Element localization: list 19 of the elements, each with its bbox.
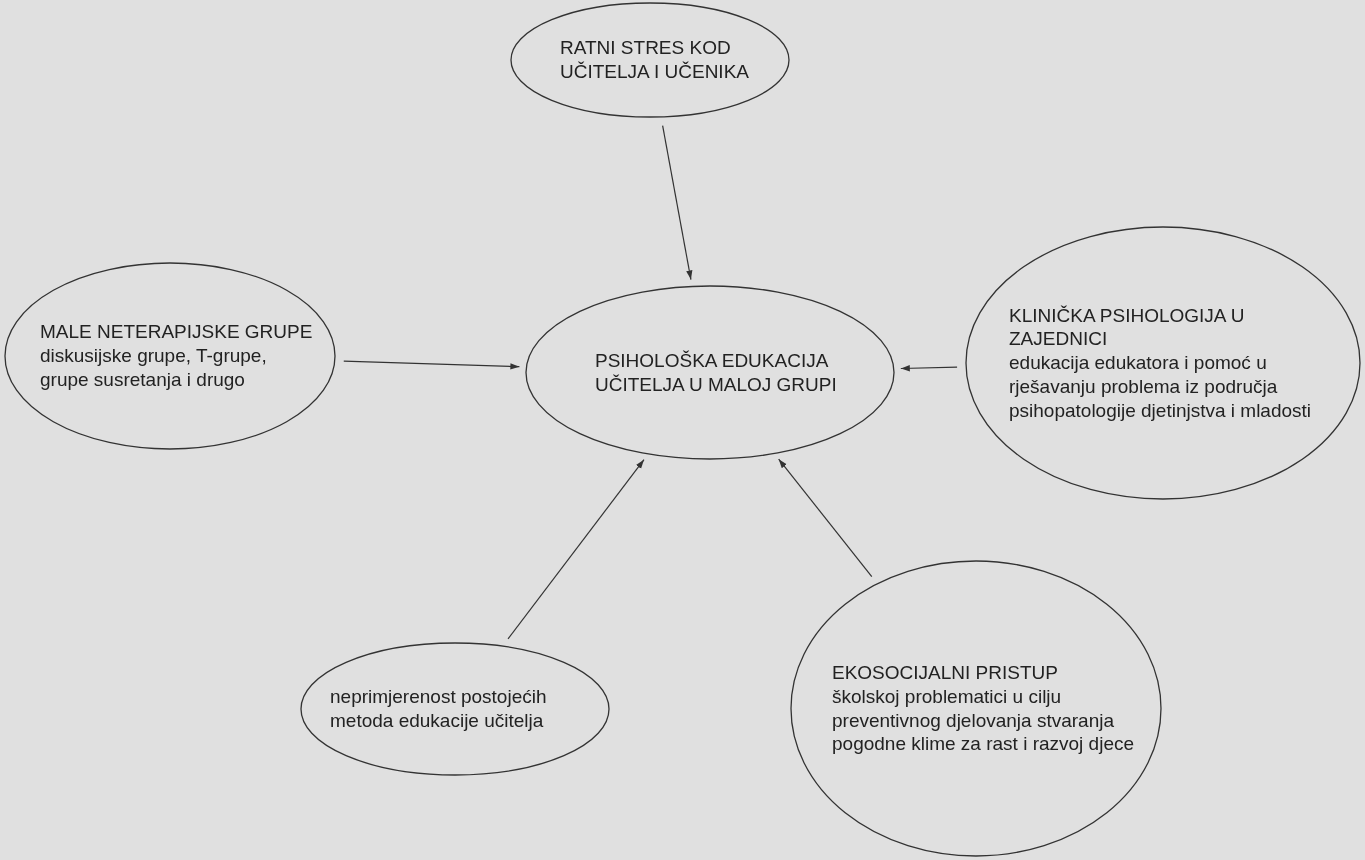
ellipse-node xyxy=(965,226,1361,500)
node-text: diskusijske grupe, T-grupe, grupe susretanja i drugo xyxy=(40,344,268,392)
arrow xyxy=(343,360,520,370)
ellipse-node xyxy=(4,262,336,450)
arrow xyxy=(900,365,958,372)
node-text: RATNI STRES KOD UČITELJA I UČENIKA xyxy=(560,36,750,84)
arrow xyxy=(507,459,645,640)
arrow xyxy=(778,458,873,578)
ellipse-node xyxy=(300,642,610,776)
node-heading: EKOSOCIJALNI PRISTUP xyxy=(832,661,1059,685)
node-text: edukacija edukatora i pomoć u rješavanju problema iz područja psihopatologije djetinjstva i mladosti xyxy=(1009,351,1313,423)
node-text: PSIHOLOŠKA EDUKACIJA UČITELJA U MALOJ GRUPI xyxy=(595,348,838,397)
node-text: neprimjerenost postojećih metoda edukacije učitelja xyxy=(330,685,548,733)
arrow xyxy=(662,125,693,281)
ellipse-node xyxy=(525,285,895,460)
node-text: školskoj problematici u cilju preventivnog djelovanja stvaranja pogodne klime za rast i razvoj djece xyxy=(832,684,1136,756)
node-heading: MALE NETERAPIJSKE GRUPE xyxy=(40,320,314,345)
ellipse-node xyxy=(510,2,790,118)
ellipse-node xyxy=(790,560,1162,857)
